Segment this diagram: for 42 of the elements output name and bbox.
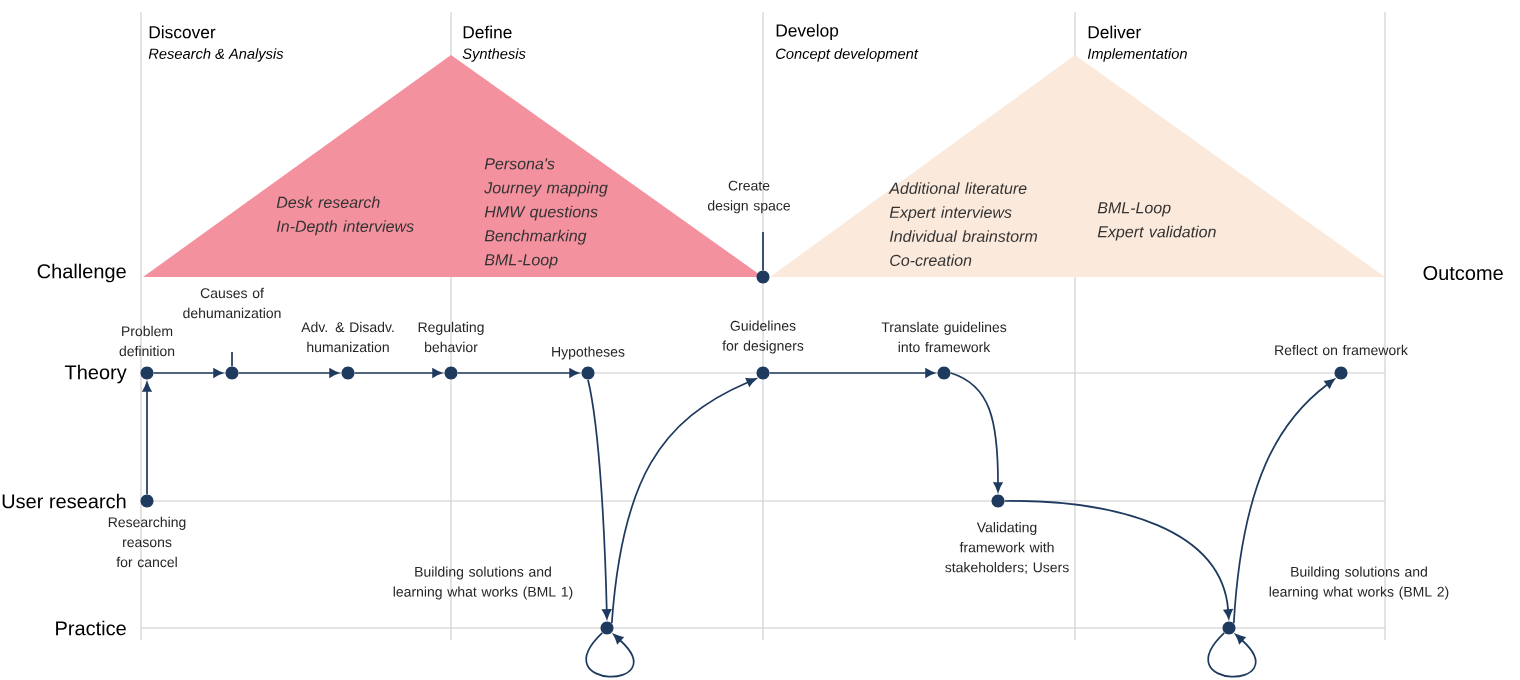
step-label: Researching reasons for cancel	[108, 516, 186, 568]
step-label: Regulating behavior	[418, 321, 484, 353]
arrow	[152, 368, 224, 378]
arrow	[1003, 500, 1233, 620]
method-list: BML-Loop Expert validation	[1097, 202, 1216, 241]
arrow	[610, 377, 757, 625]
stage-heading: Discover	[149, 25, 216, 39]
arrow	[949, 372, 1003, 493]
arrow	[142, 381, 152, 496]
step-label: Translate guidelines into framework	[881, 321, 1007, 353]
stage-subtitle: Research & Analysis	[148, 48, 284, 62]
arrow	[768, 368, 936, 378]
step-label: Guidelines for designers	[722, 320, 804, 354]
arrow	[353, 368, 443, 378]
step-label: Building solutions and learning what works (BML 2)	[1269, 566, 1449, 600]
row-label: Practice	[56, 620, 126, 636]
step-label: Hypotheses	[552, 346, 625, 360]
arrow	[1207, 631, 1257, 678]
method-list: Persona's Journey mapping HMW questions Benchmarking BML-Loop	[484, 158, 608, 269]
stage-subtitle: Synthesis	[462, 48, 526, 62]
arrow	[585, 631, 635, 678]
row-label: User research	[2, 493, 126, 509]
method-list: Desk research In-Depth interviews	[276, 196, 414, 236]
arrow	[1232, 378, 1335, 625]
step-label: Create design space	[707, 180, 790, 214]
stage-heading: Develop	[776, 23, 839, 41]
stage-heading: Deliver	[1088, 25, 1141, 39]
method-list: Additional literature Expert interviews Individual brainstorm Co-creation	[888, 182, 1037, 266]
stage-heading: Define	[463, 25, 512, 39]
row-label: Theory	[64, 364, 127, 384]
step-label: Reflect on framework	[1275, 344, 1408, 356]
step-label: Validating framework with stakeholders; Users	[945, 522, 1069, 574]
row-label: Challenge	[37, 263, 126, 283]
arrow	[456, 368, 580, 378]
row-label: Outcome	[1423, 265, 1503, 281]
arrow	[587, 378, 612, 620]
step-label: Problem definition	[119, 325, 175, 357]
step-label: Adv. & Disadv. humanization	[301, 321, 394, 353]
step-label: Building solutions and learning what works (BML 1)	[393, 566, 573, 600]
arrow	[237, 368, 340, 378]
stage-subtitle: Concept development	[776, 48, 919, 62]
stage-subtitle: Implementation	[1087, 48, 1187, 62]
